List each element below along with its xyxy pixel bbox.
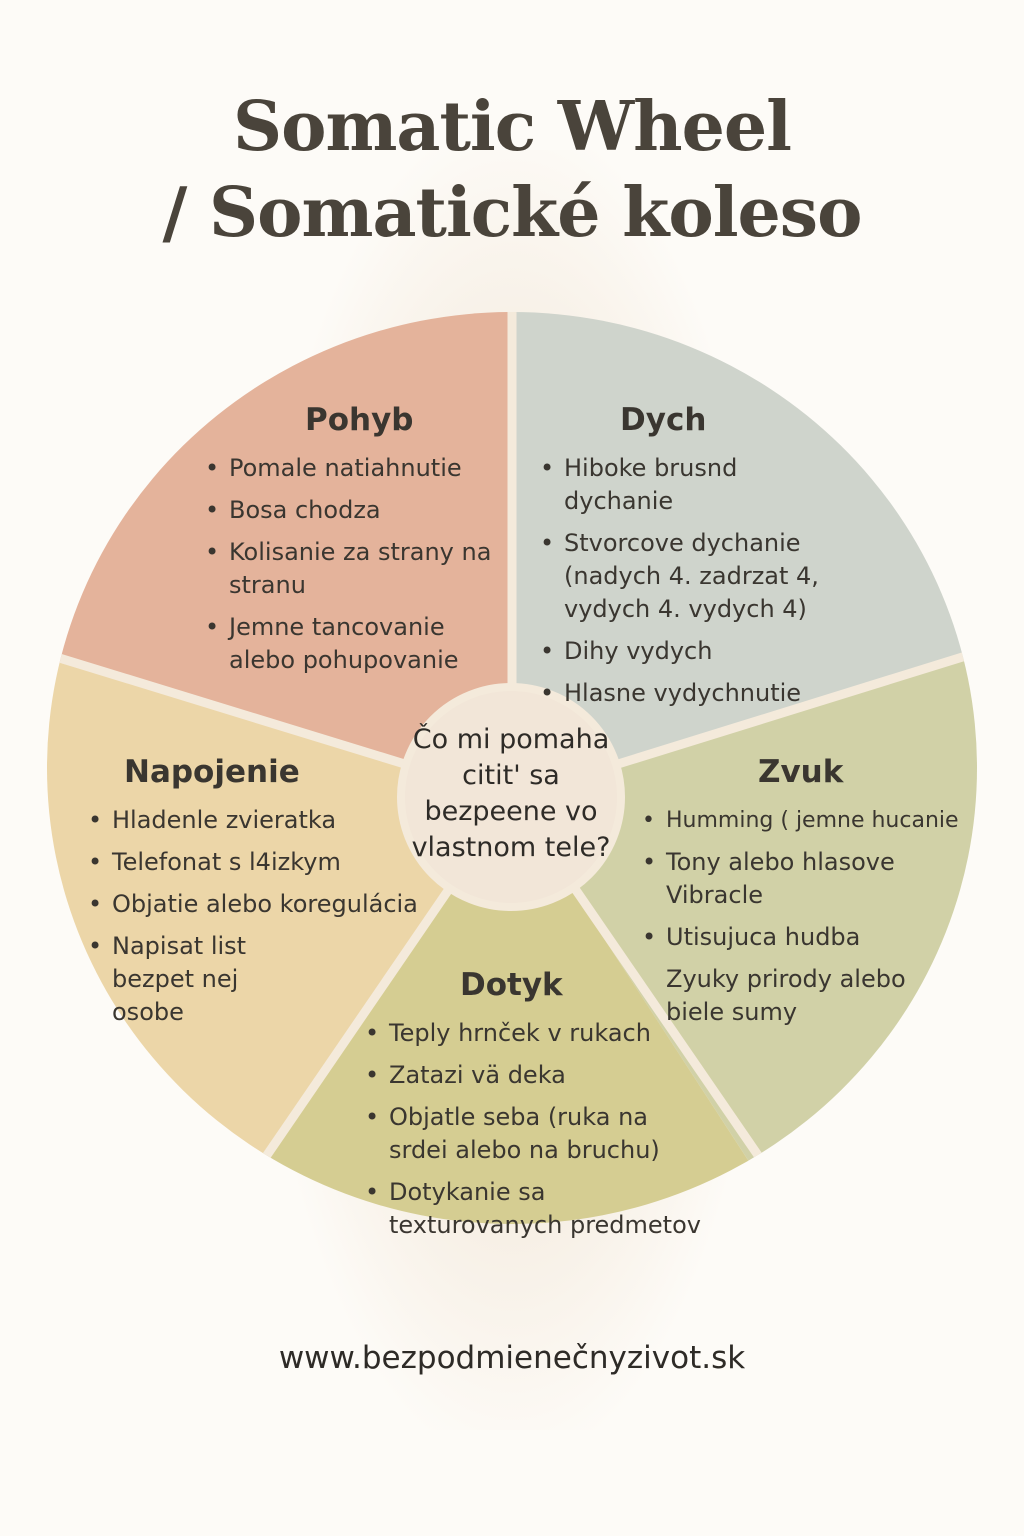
title-line-1: Somatic Wheel (233, 87, 792, 167)
list-item: Jemne tancovanie alebo pohupovanie (205, 611, 495, 677)
list-item: Pomale natiahnutie (205, 452, 495, 485)
section-napojenie: Napojenie Hladenle zvieratka Telefonat s… (88, 752, 418, 1038)
list-item: Hladenle zvieratka (88, 804, 418, 837)
list-item: Tony alebo hlasove Vibracle (642, 846, 896, 912)
list-item: Zyuky prirody alebo biele sumy (666, 965, 906, 1026)
list-item: Utisujuca hudba (642, 921, 962, 954)
section-dych: Dych Hiboke brusnd dychanie Stvorcove dy… (540, 400, 850, 719)
list-item: Humming ( jemne hucanie (642, 804, 962, 837)
list-item: Objatle seba (ruka na srdei alebo na bru… (365, 1101, 665, 1167)
page-title: Somatic Wheel / Somatické koleso (0, 84, 1024, 256)
center-hub (397, 683, 625, 911)
list-item: Stvorcove dychanie (nadych 4. zadrzat 4,… (540, 527, 850, 626)
list-item: Napisat list bezpet nej osobe (88, 930, 312, 1029)
list-item: Hlasne vydychnutie (540, 677, 850, 710)
list-item: Dotykanie sa texturovanych predmetov (365, 1176, 709, 1242)
title-line-2: / Somatické koleso (162, 173, 863, 253)
section-heading: Dych (620, 402, 707, 438)
section-pohyb: Pohyb Pomale natiahnutie Bosa chodza Kol… (205, 400, 495, 686)
list-item: Hiboke brusnd dychanie (540, 452, 850, 518)
section-heading: Napojenie (124, 754, 300, 790)
list-item: Zatazi vä deka (365, 1059, 665, 1092)
section-heading: Dotyk (460, 967, 563, 1003)
list-item: Objatie alebo koregulácia (88, 888, 418, 921)
website-url[interactable]: www.bezpodmienečnyzivot.sk (278, 1340, 746, 1376)
list-item: Bosa chodza (205, 494, 495, 527)
center-question: Čo mi pomaha citit' sa bezpeene vo vlast… (411, 724, 611, 863)
section-heading: Zvuk (758, 754, 844, 790)
list-item: Dihy vydych (540, 635, 850, 668)
section-heading: Pohyb (305, 402, 414, 438)
list-item: Telefonat s l4izkym (88, 846, 418, 879)
list-item: Teply hrnček v rukach (365, 1017, 665, 1050)
section-zvuk: Zvuk Humming ( jemne hucanie Tony alebo … (642, 752, 962, 1038)
section-dotyk: Dotyk Teply hrnček v rukach Zatazi vä de… (365, 965, 701, 1251)
list-item: Kolisanie za strany na stranu (205, 536, 495, 602)
